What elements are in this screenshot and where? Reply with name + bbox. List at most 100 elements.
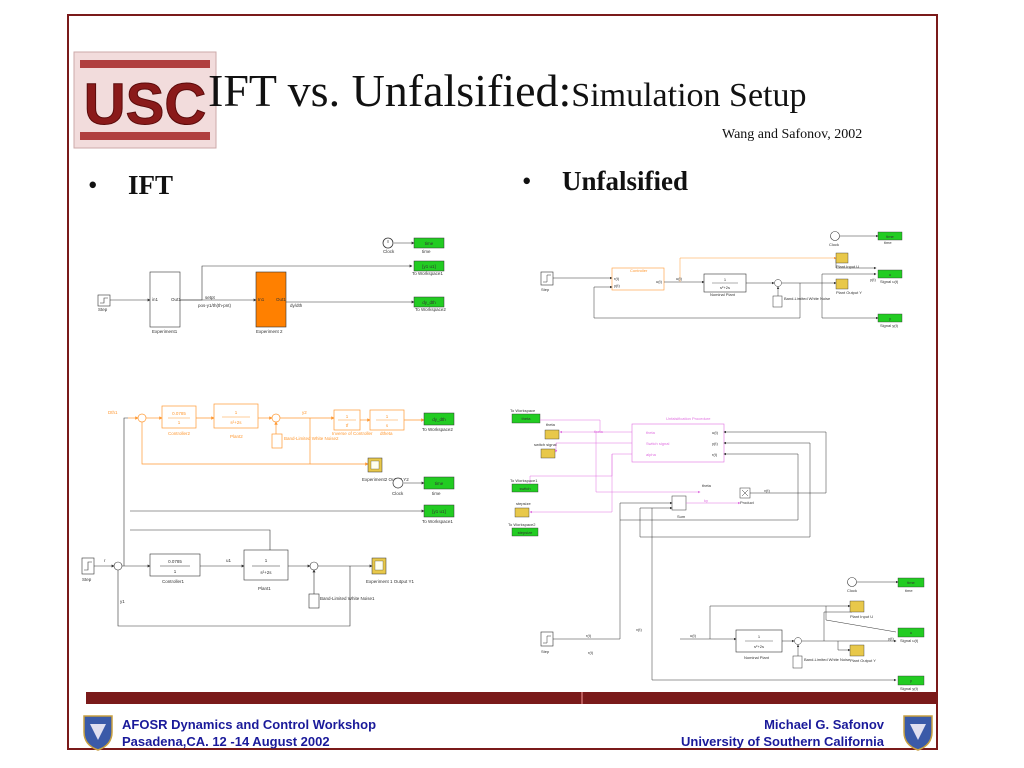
ws-u-text: u	[889, 272, 891, 277]
vt-label: v(t)	[764, 488, 770, 493]
unfalsification-subsystem	[631, 423, 725, 463]
experiment2-label: Experiment 2	[256, 329, 283, 334]
noise1-block	[308, 593, 320, 609]
plant-input-label: Plant Input U	[850, 614, 873, 619]
dtheta-den: s	[386, 423, 389, 428]
nominal-plant-label: Nominal Plant	[710, 292, 736, 297]
controller-subsystem	[611, 267, 665, 291]
plant1-num: 1	[265, 558, 268, 563]
ws-time-block	[877, 231, 903, 241]
footer-left: AFOSR Dynamics and Control Workshop Pasa…	[122, 716, 376, 750]
noise-sum	[794, 637, 802, 645]
theta-label: theta	[546, 422, 556, 427]
footer-bar	[86, 692, 938, 704]
scope-theta	[544, 429, 560, 440]
dth1-label: Dth1	[108, 410, 118, 415]
product-label: Product	[740, 500, 755, 505]
nominal-plant-label: Nominal Plant	[744, 655, 770, 660]
ut-label: u(t)	[676, 276, 683, 281]
theta-signal-label: theta	[594, 429, 604, 434]
theta-signal-label2: theta	[702, 483, 712, 488]
ws-u-text: u	[910, 630, 912, 635]
rt-label2: r(t)	[588, 650, 594, 655]
time-ws-text: time	[435, 481, 444, 486]
citation: Wang and Safonov, 2002	[722, 127, 863, 142]
to-workspace1-label: To Workspace1	[422, 519, 453, 524]
noise-block	[772, 295, 783, 308]
y1-label: y1	[120, 599, 125, 604]
sum-block	[113, 561, 123, 571]
afosr-shield-icon	[903, 715, 933, 751]
unfalsified-top-diagram: Clock time time Step Controller r(t) y(t…	[540, 231, 903, 328]
ws-signal-u-block	[877, 269, 903, 279]
to-workspace2-block	[413, 296, 445, 308]
ws-switch-text: switch	[519, 486, 530, 491]
time-label: time	[905, 588, 913, 593]
plant-num: 1	[724, 277, 727, 282]
pos-label: pos-y1/th(th-pnt)	[198, 303, 232, 308]
bullet-unfalsified-label: Unfalsified	[562, 166, 689, 196]
yt-port: y(t)	[614, 283, 620, 288]
exp1-in-port: in1	[152, 297, 159, 302]
to-workspace-time-block	[413, 237, 445, 249]
to-workspace2-label: To Workspace2	[508, 522, 536, 527]
rt-port: r(t)	[614, 276, 620, 281]
plant-num: 1	[758, 634, 761, 639]
controller1-block	[149, 553, 201, 577]
noise-sum	[774, 279, 782, 287]
yt-label: y(t)	[870, 277, 876, 282]
footer-left-line1: AFOSR Dynamics and Control Workshop	[122, 717, 377, 732]
y2-label: y2	[302, 410, 307, 415]
plant-output-label: Plant Output Y	[836, 290, 862, 295]
ws-time-text: time	[907, 580, 915, 585]
clock-icon	[847, 577, 857, 587]
ift-bottom-diagram: Dth1 0.0785 1 Controller2 1 s²+2s Plant2…	[81, 403, 455, 627]
exp2-out-port: Out1	[276, 297, 286, 302]
scope-plant-output	[835, 278, 849, 290]
plant2-num: 1	[235, 410, 238, 415]
unfalsified-bottom-diagram: To Workspace theta theta switch signal T…	[508, 408, 925, 691]
ws-switch-block	[511, 483, 539, 493]
port-ut: u(t)	[712, 430, 719, 435]
plant1-block	[243, 549, 289, 581]
scope-stepsize	[514, 507, 530, 518]
ift-top-diagram: Clock time time [y1 u1] To Workspace1 St…	[97, 237, 446, 334]
noise2-label: Band-Limited White Noise2	[284, 436, 339, 441]
dtheta-label: dtheta	[380, 431, 393, 436]
to-workspace2-label: To Workspace2	[422, 427, 453, 432]
clock-label: Clock	[392, 491, 404, 496]
noise2-block	[271, 433, 283, 449]
sum-block-orange	[137, 413, 147, 423]
plant2-den: s²+2s	[230, 420, 242, 425]
clock-label: Clock	[829, 242, 839, 247]
clock-label: Clock	[383, 249, 395, 254]
dtheta-num: 1	[386, 414, 389, 419]
controller2-num: 0.0785	[172, 411, 186, 416]
controller2-den: 1	[178, 420, 181, 425]
scope-plant-input	[849, 600, 865, 613]
scope-switch	[540, 448, 556, 459]
controller2-block	[161, 405, 197, 429]
plant-output-label: Plant Output Y	[850, 658, 876, 663]
port-alpha: alpha	[646, 452, 657, 457]
u1-label: u1	[226, 558, 232, 563]
step-label: Step	[98, 307, 108, 312]
ws-dy-text: dy_dth	[422, 300, 436, 305]
plant1-label: Plant1	[258, 586, 271, 591]
bullet-ift: •IFT	[88, 170, 173, 201]
plant1-den: s²+2s	[260, 570, 272, 575]
step-label: Step	[82, 577, 92, 582]
clock-icon	[392, 477, 404, 489]
ky-label: ky	[704, 498, 708, 503]
ws-stepsize-block	[511, 527, 539, 537]
yu-ws-text: [y1 u1]	[432, 509, 446, 514]
plant2-block	[213, 403, 259, 429]
bullet-marker: •	[88, 170, 98, 200]
clock-label: Clock	[847, 588, 857, 593]
footer-right: Michael G. Safonov University of Souther…	[681, 716, 884, 750]
setpt-label: setpt	[205, 295, 216, 300]
ws-y-text: y	[889, 316, 891, 321]
ws-theta-block	[511, 413, 541, 424]
time-label: time	[432, 491, 441, 496]
controller1-label: Controller1	[162, 579, 185, 584]
